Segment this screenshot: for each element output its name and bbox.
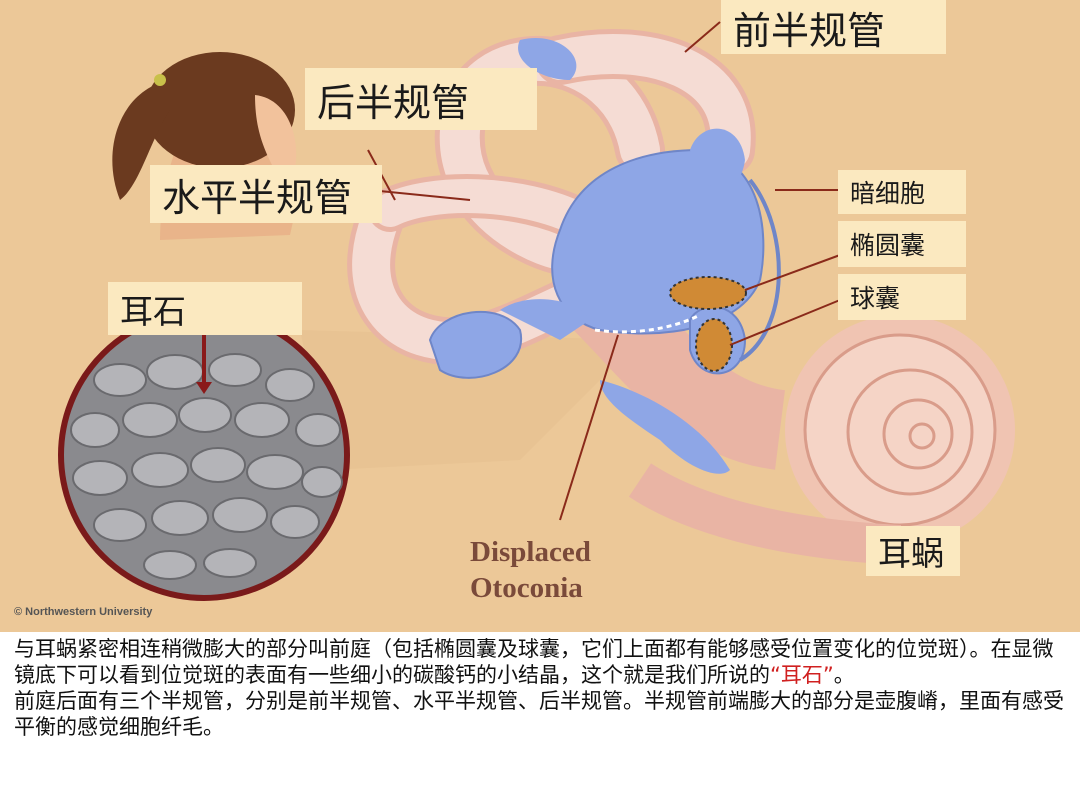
caption-paragraph-2: 前庭后面有三个半规管，分别是前半规管、水平半规管、后半规管。半规管前端膨大的部分… [14, 689, 1064, 739]
otolith-arrowhead [196, 382, 212, 394]
label-utricle: 椭圆囊 [838, 221, 966, 267]
otolith-magnified-view [58, 309, 350, 601]
saccule-macula [695, 318, 733, 372]
caption-highlight-otolith: “耳石” [770, 663, 834, 687]
inner-ear-figure: 前半规管 后半规管 水平半规管 耳石 暗细胞 椭圆囊 球囊 耳蜗 Displac… [0, 0, 1080, 632]
displaced-label-line2: Otoconia [470, 572, 583, 604]
canal-tip [518, 38, 577, 80]
caption-paragraph-1: 与耳蜗紧密相连稍微膨大的部分叫前庭（包括椭圆囊及球囊，它们上面都有能够感受位置变… [14, 636, 1074, 688]
label-posterior-canal: 后半规管 [305, 68, 537, 130]
utricle-macula [669, 276, 747, 310]
caption-p1-end: 。 [833, 663, 855, 687]
magnification-cone [300, 330, 640, 470]
label-anterior-canal: 前半规管 [721, 0, 946, 54]
inner-ear-illustration [58, 21, 1015, 601]
otolith-crystals [70, 353, 343, 580]
caption-p1-text: 与耳蜗紧密相连稍微膨大的部分叫前庭（包括椭圆囊及球囊，它们上面都有能够感受位置变… [14, 637, 1054, 687]
label-horizontal-canal: 水平半规管 [150, 165, 382, 223]
image-credit: © Northwestern University [14, 606, 153, 618]
label-dark-cells: 暗细胞 [838, 170, 966, 214]
caption-text: 与耳蜗紧密相连稍微膨大的部分叫前庭（包括椭圆囊及球囊，它们上面都有能够感受位置变… [14, 636, 1074, 740]
label-otoliths: 耳石 [108, 282, 302, 335]
vestibule-illustration [428, 128, 781, 474]
label-cochlea: 耳蜗 [866, 526, 960, 576]
displaced-label-line1: Displaced [470, 536, 591, 568]
cochlea-illustration [571, 271, 1015, 565]
label-saccule: 球囊 [838, 274, 966, 320]
